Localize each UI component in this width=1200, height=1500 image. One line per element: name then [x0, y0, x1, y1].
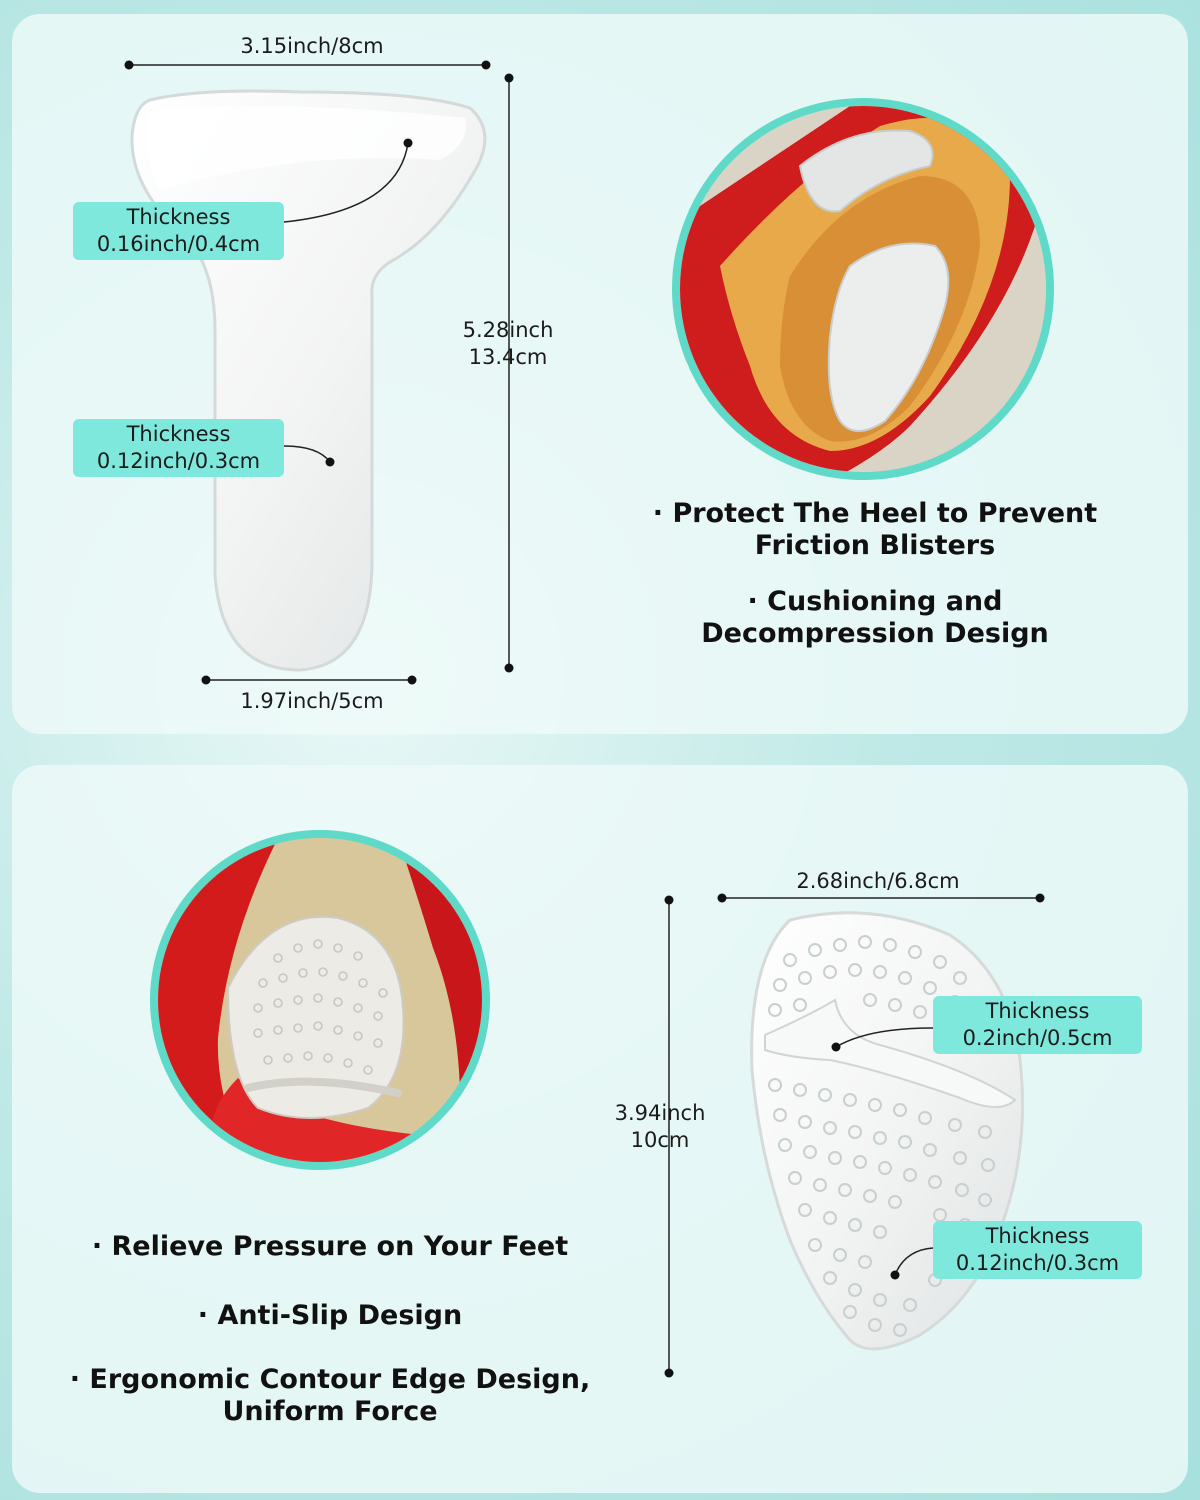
heel-pad-in-shoe-photo — [672, 98, 1054, 480]
heel-width-top-label: 3.15inch/8cm — [240, 34, 384, 58]
thickness-label: Thickness — [126, 205, 231, 229]
forefoot-feature-3: · Ergonomic Contour Edge Design, Uniform… — [69, 1364, 591, 1427]
forefoot-width-label: 2.68inch/6.8cm — [796, 869, 960, 893]
forefoot-dots — [768, 935, 997, 1337]
thickness-label: Thickness — [126, 422, 231, 446]
forefoot-pad-image — [750, 911, 1024, 1351]
forefoot-thickness-upper-badge: Thickness 0.2inch/0.5cm — [933, 996, 1142, 1054]
forefoot-height-inch-label: 3.94inch — [614, 1101, 706, 1125]
heel-width-bottom-label: 1.97inch/5cm — [240, 689, 384, 713]
thickness-label: Thickness — [985, 1224, 1090, 1248]
forefoot-feature-1: · Relieve Pressure on Your Feet — [91, 1231, 569, 1262]
heel-feature-2: · Cushioning and Decompression Design — [701, 586, 1049, 649]
forefoot-feature-2: · Anti-Slip Design — [197, 1300, 463, 1331]
thickness-label: Thickness — [985, 999, 1090, 1023]
forefoot-height-cm-label: 10cm — [630, 1128, 690, 1152]
forefoot-pad-in-shoe-photo — [150, 830, 490, 1170]
heel-thickness-lower-badge: Thickness 0.12inch/0.3cm — [73, 419, 284, 477]
thickness-value: 0.2inch/0.5cm — [962, 1026, 1113, 1050]
heel-height-cm-label: 13.4cm — [468, 345, 548, 369]
thickness-value: 0.16inch/0.4cm — [96, 232, 261, 256]
heel-thickness-upper-badge: Thickness 0.16inch/0.4cm — [73, 202, 284, 260]
heel-height-inch-label: 5.28inch — [462, 318, 554, 342]
thickness-value: 0.12inch/0.3cm — [96, 449, 261, 473]
forefoot-thickness-lower-badge: Thickness 0.12inch/0.3cm — [933, 1221, 1142, 1279]
heel-feature-1: · Protect The Heel to Prevent Friction B… — [652, 498, 1098, 561]
thickness-value: 0.12inch/0.3cm — [955, 1251, 1120, 1275]
